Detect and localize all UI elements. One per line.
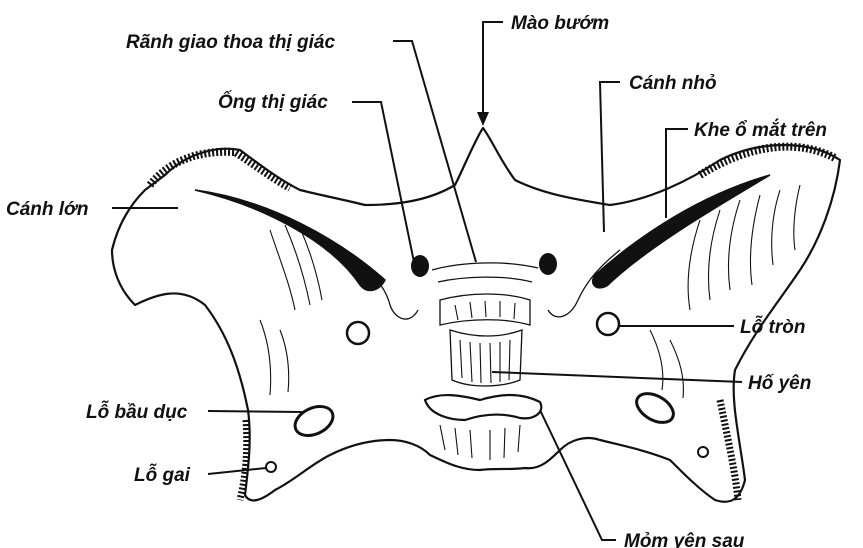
label-mom-yen-sau: Mỏm yên sau	[624, 531, 745, 548]
right-optic-canal	[539, 253, 557, 275]
label-canh-nho: Cánh nhỏ	[629, 73, 717, 94]
label-lo-gai: Lỗ gai	[134, 464, 191, 486]
arrow-mao-buom	[477, 112, 489, 126]
left-foramen-spinosum	[266, 462, 276, 472]
label-ho-yen: Hố yên	[748, 373, 811, 394]
label-lo-tron: Lỗ tròn	[740, 316, 805, 338]
label-mao-buom: Mào bướm	[511, 13, 609, 34]
dorsum-sellae	[425, 395, 541, 420]
right-foramen-spinosum	[698, 447, 708, 457]
sphenoid-bone-outline	[112, 128, 840, 502]
label-lo-bau-duc: Lỗ bầu dục	[86, 401, 188, 423]
leader-mao-buom	[483, 22, 503, 118]
right-foramen-rotundum	[597, 313, 619, 335]
label-canh-lon: Cánh lớn	[6, 199, 88, 220]
leader-lo-bau-duc	[208, 411, 302, 412]
label-ong-thi-giac: Ống thị giác	[218, 91, 328, 113]
label-ranh-giao-thoa: Rãnh giao thoa thị giác	[126, 32, 335, 53]
label-khe-o-mat-tren: Khe ổ mắt trên	[694, 119, 827, 141]
left-foramen-rotundum	[347, 322, 369, 344]
